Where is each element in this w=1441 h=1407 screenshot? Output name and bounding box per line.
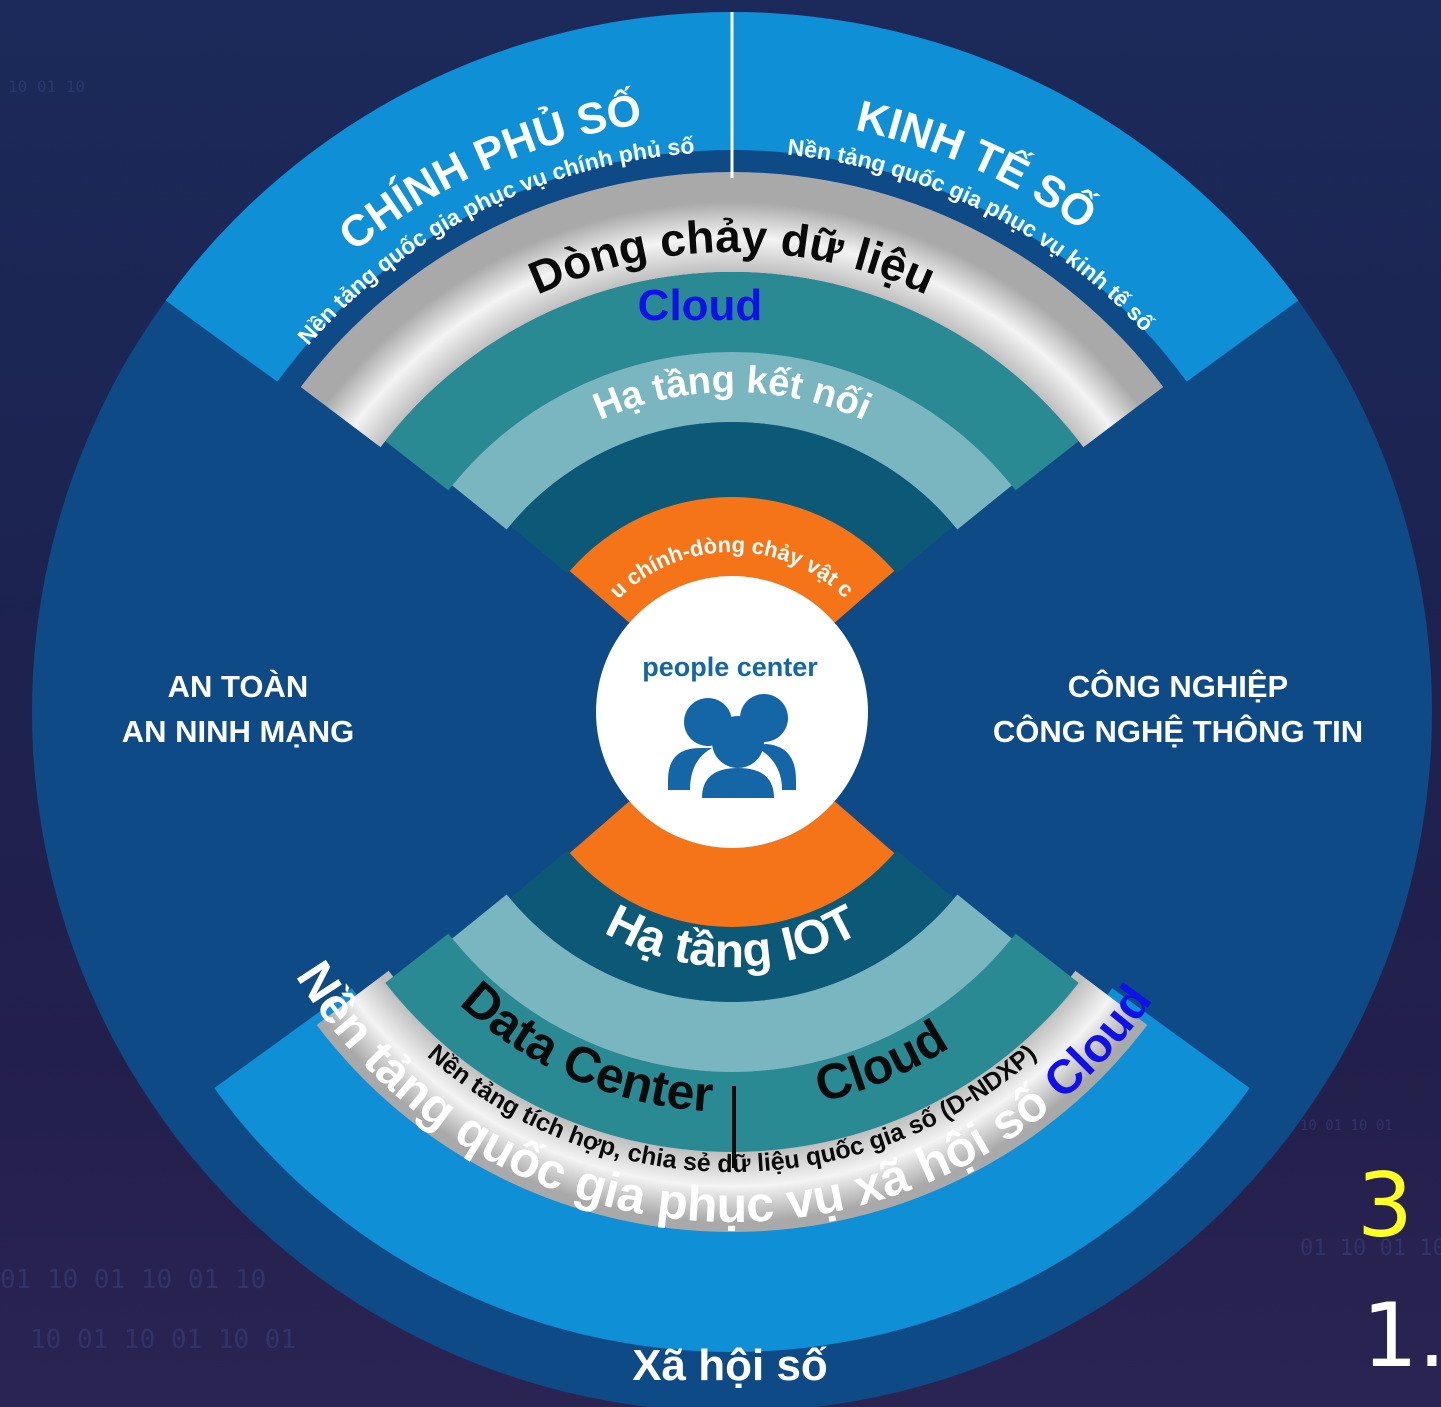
top-platform-band <box>165 11 1299 383</box>
iot-band <box>509 850 955 1002</box>
digital-society-label: Xã hội số <box>632 1341 828 1390</box>
binary-decoration: 10 01 10 01 10 01 <box>30 1325 296 1355</box>
integration-band <box>316 970 1148 1232</box>
data-flow-band <box>300 172 1164 448</box>
ict-industry-label-line1: CÔNG NGHIỆP <box>1068 668 1288 704</box>
cybersecurity-label-line2: AN NINH MẠNG <box>122 714 355 749</box>
ict-industry-label-line2: CÔNG NGHỆ THÔNG TIN <box>993 713 1363 749</box>
bottom-sector <box>214 801 1250 1353</box>
binary-decoration: 10 01 10 <box>8 77 85 96</box>
center-circle <box>596 576 868 848</box>
corner-number-3: 3 <box>1357 1154 1413 1257</box>
people-group-icon <box>668 694 796 798</box>
cloud-band <box>385 272 1079 491</box>
cybersecurity-label-line1: AN TOÀN <box>168 669 309 704</box>
binary-decoration: 01 10 01 10 01 10 <box>0 1265 266 1295</box>
connectivity-band <box>452 352 1012 530</box>
datacenter-cloud-band <box>385 933 1079 1152</box>
postal-band <box>569 496 895 623</box>
society-platform-band <box>214 988 1250 1353</box>
binary-decoration: 10 01 10 01 <box>1300 1118 1393 1134</box>
top-cloud-label: Cloud <box>638 281 763 330</box>
top-sector <box>165 11 1299 623</box>
people-center-label: people center <box>642 652 818 682</box>
corner-number-1: 1. <box>1362 1284 1441 1387</box>
binary-decoration: 01 10 01 10 <box>1300 1236 1441 1261</box>
